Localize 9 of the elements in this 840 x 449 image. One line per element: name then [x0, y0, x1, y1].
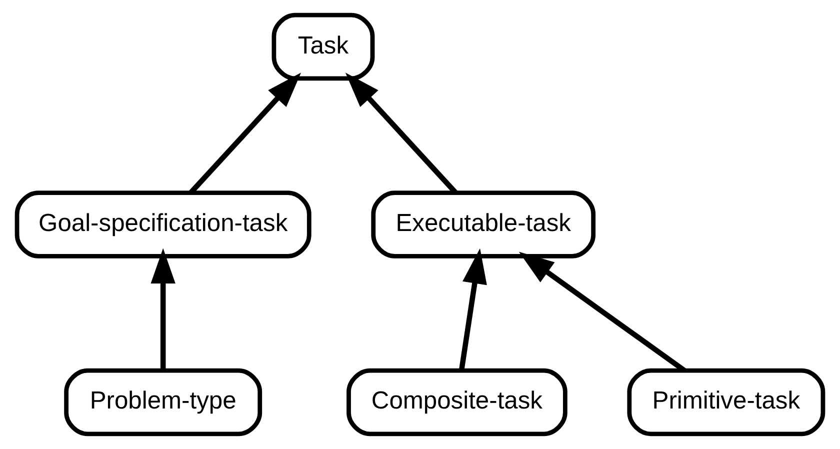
node-box: Goal-specification-task: [14, 190, 312, 258]
arrow: [458, 248, 487, 371]
node-box: Problem-type: [64, 368, 262, 436]
node-box: Primitive-task: [627, 368, 826, 436]
node-box: Task: [272, 12, 375, 81]
arrow: [518, 252, 686, 373]
node-box: Composite-task: [346, 368, 568, 436]
arrow: [150, 248, 176, 370]
node-box: Executable-task: [371, 190, 596, 258]
